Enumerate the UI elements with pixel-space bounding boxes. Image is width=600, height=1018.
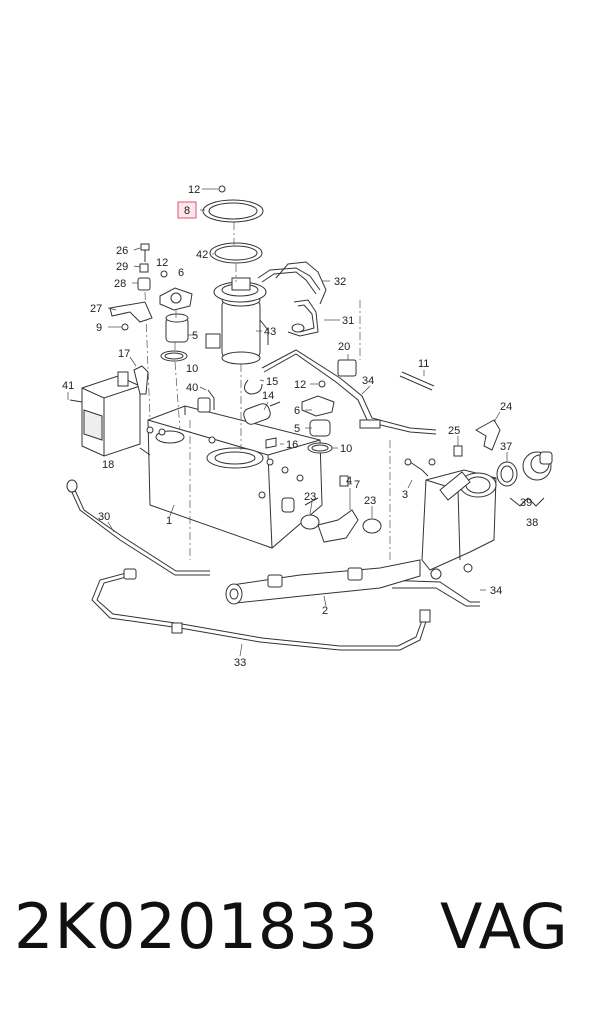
callout-8: 8 <box>184 205 190 217</box>
valve-20 <box>337 359 357 377</box>
callout-34: 34 <box>362 375 374 387</box>
clamp-23-right <box>362 518 382 534</box>
screw-12-top <box>218 185 226 193</box>
callout-24: 24 <box>500 401 512 413</box>
callout-39: 39 <box>520 497 532 509</box>
filler-neck-housing <box>421 469 497 580</box>
filler-pipe <box>225 559 421 605</box>
callout-14: 14 <box>262 390 274 402</box>
callout-41: 41 <box>62 380 74 392</box>
callout-23: 23 <box>304 491 316 503</box>
sender-unit-right <box>301 380 335 454</box>
hose-4 <box>317 509 359 543</box>
callout-42: 42 <box>196 249 208 261</box>
nipple-16 <box>265 437 277 449</box>
callout-38: 38 <box>526 517 538 529</box>
callout-32: 32 <box>334 276 346 288</box>
callout-5: 5 <box>192 330 198 342</box>
parts-diagram: 12 8 42 26 12 29 6 32 28 27 9 31 5 43 20… <box>62 184 553 669</box>
callout-2: 2 <box>322 605 328 617</box>
callout-10: 10 <box>186 363 198 375</box>
callout-43: 43 <box>264 326 276 338</box>
callout-33: 33 <box>234 657 246 669</box>
callout-20: 20 <box>338 341 350 353</box>
clamp-15 <box>244 379 263 395</box>
callout-17: 17 <box>118 348 130 360</box>
callout-16: 16 <box>286 439 298 451</box>
callout-34: 34 <box>490 585 502 597</box>
bolt-7 <box>339 475 349 487</box>
callout-40: 40 <box>186 382 198 394</box>
callout-1: 1 <box>166 515 172 527</box>
callout-25: 25 <box>448 425 460 437</box>
hose-17 <box>133 365 149 395</box>
callouts: 12 8 42 26 12 29 6 32 28 27 9 31 5 43 20… <box>62 184 538 669</box>
fuel-pump-module <box>205 277 269 365</box>
callout-12: 12 <box>294 379 306 391</box>
bracket-24 <box>475 419 501 451</box>
callout-6: 6 <box>178 267 184 279</box>
hose-34-upper <box>261 349 437 431</box>
callout-26: 26 <box>116 245 128 257</box>
hose-30 <box>69 487 210 576</box>
callout-15: 15 <box>266 376 278 388</box>
hose-34-lower <box>379 579 480 603</box>
callout-11: 11 <box>418 358 429 370</box>
callout-6: 6 <box>294 405 300 417</box>
sender-unit-left <box>159 270 193 431</box>
callout-7: 7 <box>354 479 360 491</box>
hose-31 <box>287 299 319 337</box>
callout-28: 28 <box>114 278 126 290</box>
bolt-25 <box>453 445 463 457</box>
callout-5: 5 <box>294 423 300 435</box>
callout-31: 31 <box>342 315 354 327</box>
hose-32 <box>275 261 327 305</box>
callout-12: 12 <box>156 257 168 269</box>
fuel-filter <box>243 401 281 425</box>
part-number-label: 2K0201833 <box>14 890 380 963</box>
leader-lines <box>67 188 508 657</box>
pipe-40 <box>207 389 215 410</box>
callout-9: 9 <box>96 322 102 334</box>
callout-27: 27 <box>90 303 102 315</box>
locking-ring-8 <box>202 199 264 223</box>
hose-33 <box>91 571 429 651</box>
callout-18: 18 <box>102 459 114 471</box>
callout-23: 23 <box>364 495 376 507</box>
callout-4: 4 <box>346 475 352 487</box>
fuel-cap <box>522 451 553 481</box>
hose-3 <box>409 461 429 477</box>
bracket-27 <box>109 301 153 331</box>
callout-10: 10 <box>340 443 352 455</box>
charcoal-canister <box>69 371 141 457</box>
callout-12: 12 <box>188 184 200 196</box>
strap-11 <box>399 375 433 391</box>
callout-3: 3 <box>402 489 408 501</box>
callout-29: 29 <box>116 261 128 273</box>
callout-37: 37 <box>500 441 512 453</box>
brand-label: VAG <box>440 890 568 963</box>
fuel-tank <box>139 397 323 549</box>
callout-30: 30 <box>98 511 110 523</box>
clamp-23-left <box>300 514 320 530</box>
highlight-box <box>177 201 197 219</box>
